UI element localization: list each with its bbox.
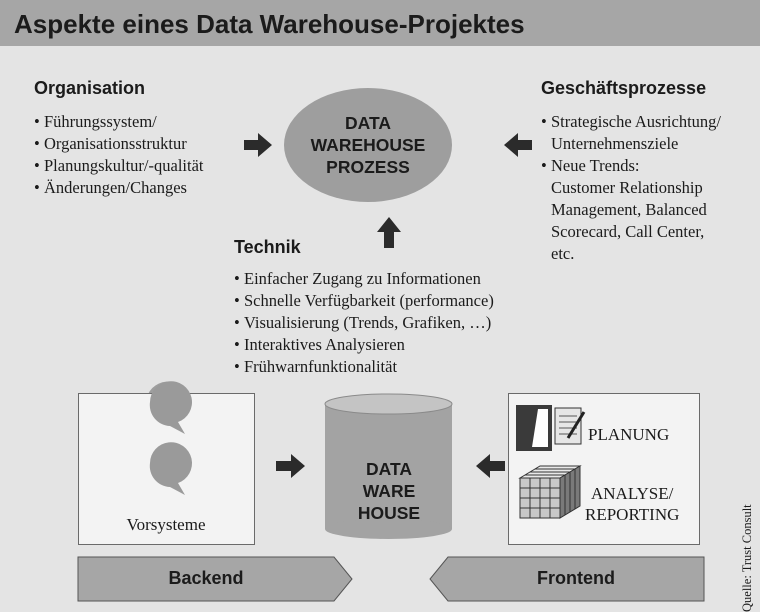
- warehouse-cylinder-bottom: [325, 519, 452, 539]
- process-label: DATA WAREHOUSE PROZESS: [300, 112, 436, 178]
- geschaeftsprozesse-list: •Strategische Ausrichtung/ Unternehmensz…: [541, 111, 721, 265]
- planning-notebook-icon: [516, 405, 586, 451]
- list-item-text: Interaktives Analysieren: [244, 335, 405, 354]
- list-item-text: etc.: [551, 244, 575, 263]
- bullet: •: [34, 112, 40, 131]
- bullet: •: [541, 156, 547, 175]
- list-item: •Führungssystem/: [34, 111, 203, 133]
- bullet: •: [234, 313, 240, 332]
- warehouse-cylinder-body: [325, 404, 452, 529]
- frontend-label: Frontend: [537, 568, 615, 588]
- list-item: •Interaktives Analysieren: [234, 334, 494, 356]
- list-item-continuation: etc.: [541, 243, 721, 265]
- arrow-up-icon: [377, 217, 401, 248]
- arrow-left-icon: [504, 133, 532, 157]
- backend-chevron: [77, 556, 353, 602]
- technik-heading: Technik: [234, 237, 301, 257]
- list-item-text: Management, Balanced: [551, 200, 707, 219]
- vorsysteme-label: Vorsysteme: [126, 515, 206, 534]
- organisation-list: •Führungssystem/ •Organisationsstruktur …: [34, 111, 203, 199]
- planung-label: PLANUNG: [588, 425, 670, 444]
- list-item: •Änderungen/Changes: [34, 177, 203, 199]
- list-item-text: Führungssystem/: [44, 112, 157, 131]
- bullet: •: [234, 291, 240, 310]
- list-item-continuation: Scorecard, Call Center,: [541, 221, 721, 243]
- list-item-text: Neue Trends:: [551, 156, 640, 175]
- arrow-left-icon: [476, 454, 505, 478]
- list-item-text: Einfacher Zugang zu Informationen: [244, 269, 481, 288]
- analysis-cube-icon: [518, 465, 582, 519]
- list-item-continuation: Customer Relationship: [541, 177, 721, 199]
- list-item-text: Schnelle Verfügbarkeit (performance): [244, 291, 494, 310]
- list-item: •Frühwarnfunktionalität: [234, 356, 494, 378]
- list-item-text: Organisationsstruktur: [44, 134, 187, 153]
- geschaeftsprozesse-heading: Geschäftsprozesse: [541, 78, 707, 98]
- list-item: •Visualisierung (Trends, Grafiken, …): [234, 312, 494, 334]
- process-ellipse: [284, 88, 452, 202]
- bullet: •: [234, 269, 240, 288]
- list-item-continuation: Management, Balanced: [541, 199, 721, 221]
- analyse-label: ANALYSE/ REPORTING: [585, 483, 679, 525]
- list-item: •Organisationsstruktur: [34, 133, 203, 155]
- list-item-continuation: Unternehmensziele: [541, 133, 721, 155]
- bullet: •: [541, 112, 547, 131]
- analyse-label-line: REPORTING: [585, 505, 680, 524]
- warehouse-label-line: DATA: [365, 459, 412, 479]
- technik-list: •Einfacher Zugang zu Informationen •Schn…: [234, 268, 494, 378]
- warehouse-label-line: WARE: [362, 481, 416, 501]
- frontend-chevron: [429, 556, 705, 602]
- process-label-line: DATA: [344, 113, 391, 133]
- list-item-text: Customer Relationship: [551, 178, 703, 197]
- list-item-text: Scorecard, Call Center,: [551, 222, 705, 241]
- list-item: •Schnelle Verfügbarkeit (performance): [234, 290, 494, 312]
- bullet: •: [234, 357, 240, 376]
- warehouse-cylinder-top: [324, 393, 453, 415]
- backend-label: Backend: [168, 568, 244, 588]
- list-item: •Einfacher Zugang zu Informationen: [234, 268, 494, 290]
- process-label-line: WAREHOUSE: [310, 135, 426, 155]
- bullet: •: [34, 178, 40, 197]
- warehouse-label-line: HOUSE: [357, 503, 421, 523]
- bullet: •: [234, 335, 240, 354]
- bullet: •: [34, 156, 40, 175]
- list-item-text: Visualisierung (Trends, Grafiken, …): [244, 313, 492, 332]
- warehouse-label: DATA WARE HOUSE: [326, 458, 452, 524]
- page-title: Aspekte eines Data Warehouse-Projektes: [14, 9, 525, 39]
- list-item: •Neue Trends:: [541, 155, 721, 177]
- bullet: •: [34, 134, 40, 153]
- process-label-line: PROZESS: [326, 157, 410, 177]
- title-bar: [0, 0, 760, 46]
- arrow-right-icon: [244, 133, 272, 157]
- list-item: •Strategische Ausrichtung/: [541, 111, 721, 133]
- analyse-label-line: ANALYSE/: [591, 484, 674, 503]
- organisation-heading: Organisation: [34, 78, 146, 98]
- arrow-right-icon: [276, 454, 305, 478]
- list-item-text: Planungskultur/-qualität: [44, 156, 204, 175]
- list-item-text: Änderungen/Changes: [44, 178, 187, 197]
- list-item-text: Unternehmensziele: [551, 134, 679, 153]
- list-item-text: Strategische Ausrichtung/: [551, 112, 722, 131]
- source-credit: Quelle: Trust Consult: [740, 504, 754, 612]
- list-item: •Planungskultur/-qualität: [34, 155, 203, 177]
- list-item-text: Frühwarnfunktionalität: [244, 357, 398, 376]
